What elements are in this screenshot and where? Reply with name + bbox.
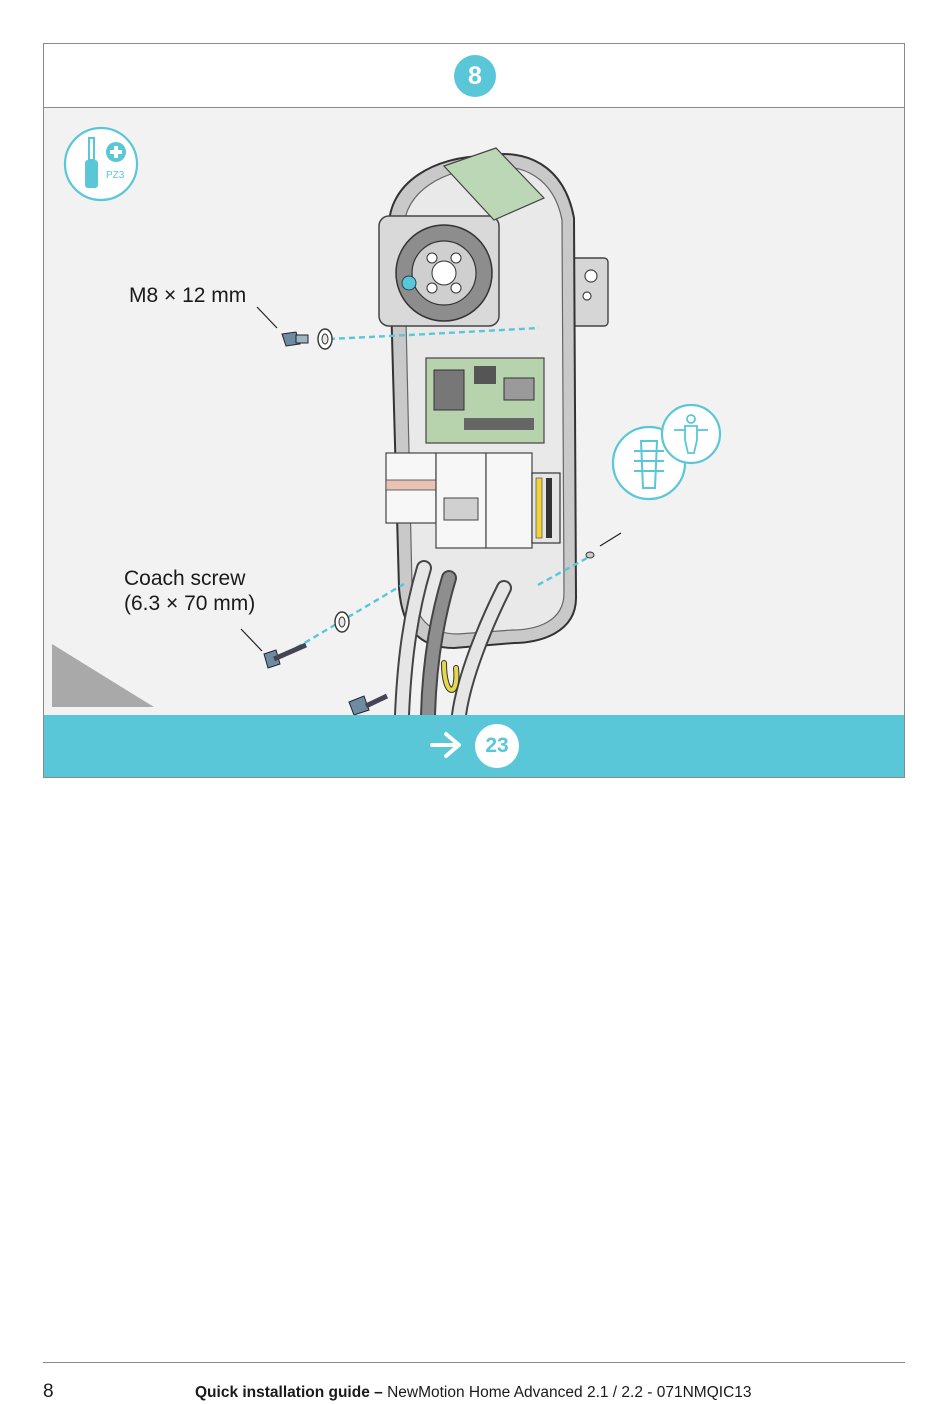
charger-drawing: PZ3 [52, 126, 722, 715]
footer-title-rest: NewMotion Home Advanced 2.1 / 2.2 - 071N… [387, 1384, 752, 1401]
person-icon [660, 403, 722, 465]
coach-screw-label: Coach screw [124, 567, 246, 590]
step-header: 8 [44, 44, 904, 108]
footer-divider [43, 1362, 905, 1363]
next-step-bar[interactable]: 23 [44, 715, 904, 777]
bolt-size-label: M8 × 12 mm [129, 284, 247, 307]
arrow-right-icon [430, 732, 461, 758]
footer-title-bold: Quick installation guide – [195, 1384, 383, 1401]
svg-text:PZ3: PZ3 [106, 170, 125, 181]
footer-title: Quick installation guide – NewMotion Hom… [195, 1384, 752, 1402]
next-step-badge[interactable]: 23 [475, 724, 519, 768]
step-panel: 8 [43, 43, 905, 778]
phillips-screwdriver-icon: PZ3 [63, 126, 139, 202]
cables [394, 560, 512, 715]
step-number-badge: 8 [454, 55, 496, 97]
corner-triangle [52, 644, 154, 707]
charger-housing [378, 147, 578, 650]
page-number: 8 [43, 1381, 54, 1402]
coach-screw-size-label: (6.3 × 70 mm) [124, 592, 256, 615]
installation-illustration: PZ3 M8 × 12 mm Coach screw (6.3 × 70 mm) [44, 108, 904, 715]
coach-screw [240, 611, 389, 715]
m8-bolt [256, 306, 333, 350]
